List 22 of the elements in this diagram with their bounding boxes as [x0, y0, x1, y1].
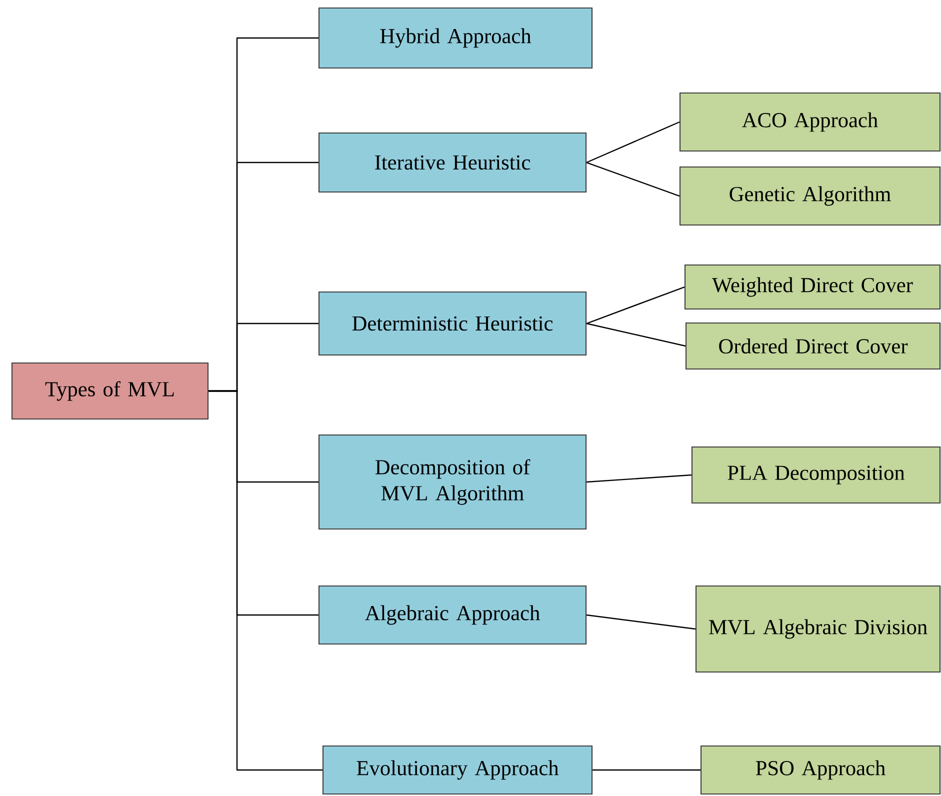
category-box: Hybrid Approach — [318, 7, 593, 69]
connector-line — [586, 474, 692, 483]
method-box: PSO Approach — [700, 745, 941, 795]
connector-line — [586, 614, 696, 630]
category-box: Iterative Heuristic — [318, 132, 587, 193]
root-box: Types of MVL — [11, 362, 209, 420]
category-box: Evolutionary Approach — [322, 745, 593, 795]
category-box: Algebraic Approach — [318, 585, 587, 645]
connector-line — [586, 286, 685, 324]
method-box: PLA Decomposition — [691, 446, 941, 504]
method-box: ACO Approach — [679, 92, 941, 152]
connector-line — [586, 121, 680, 164]
method-box: Ordered Direct Cover — [685, 322, 941, 370]
method-box: MVL Algebraic Division — [695, 585, 941, 673]
category-box: Decomposition of MVL Algorithm — [318, 434, 587, 530]
method-box: Genetic Algorithm — [679, 166, 941, 226]
category-box: Deterministic Heuristic — [318, 291, 587, 356]
connector-line — [208, 390, 322, 771]
connector-line — [592, 769, 700, 771]
connector-line — [586, 322, 686, 347]
connector-line — [586, 162, 680, 197]
method-box: Weighted Direct Cover — [684, 264, 941, 310]
